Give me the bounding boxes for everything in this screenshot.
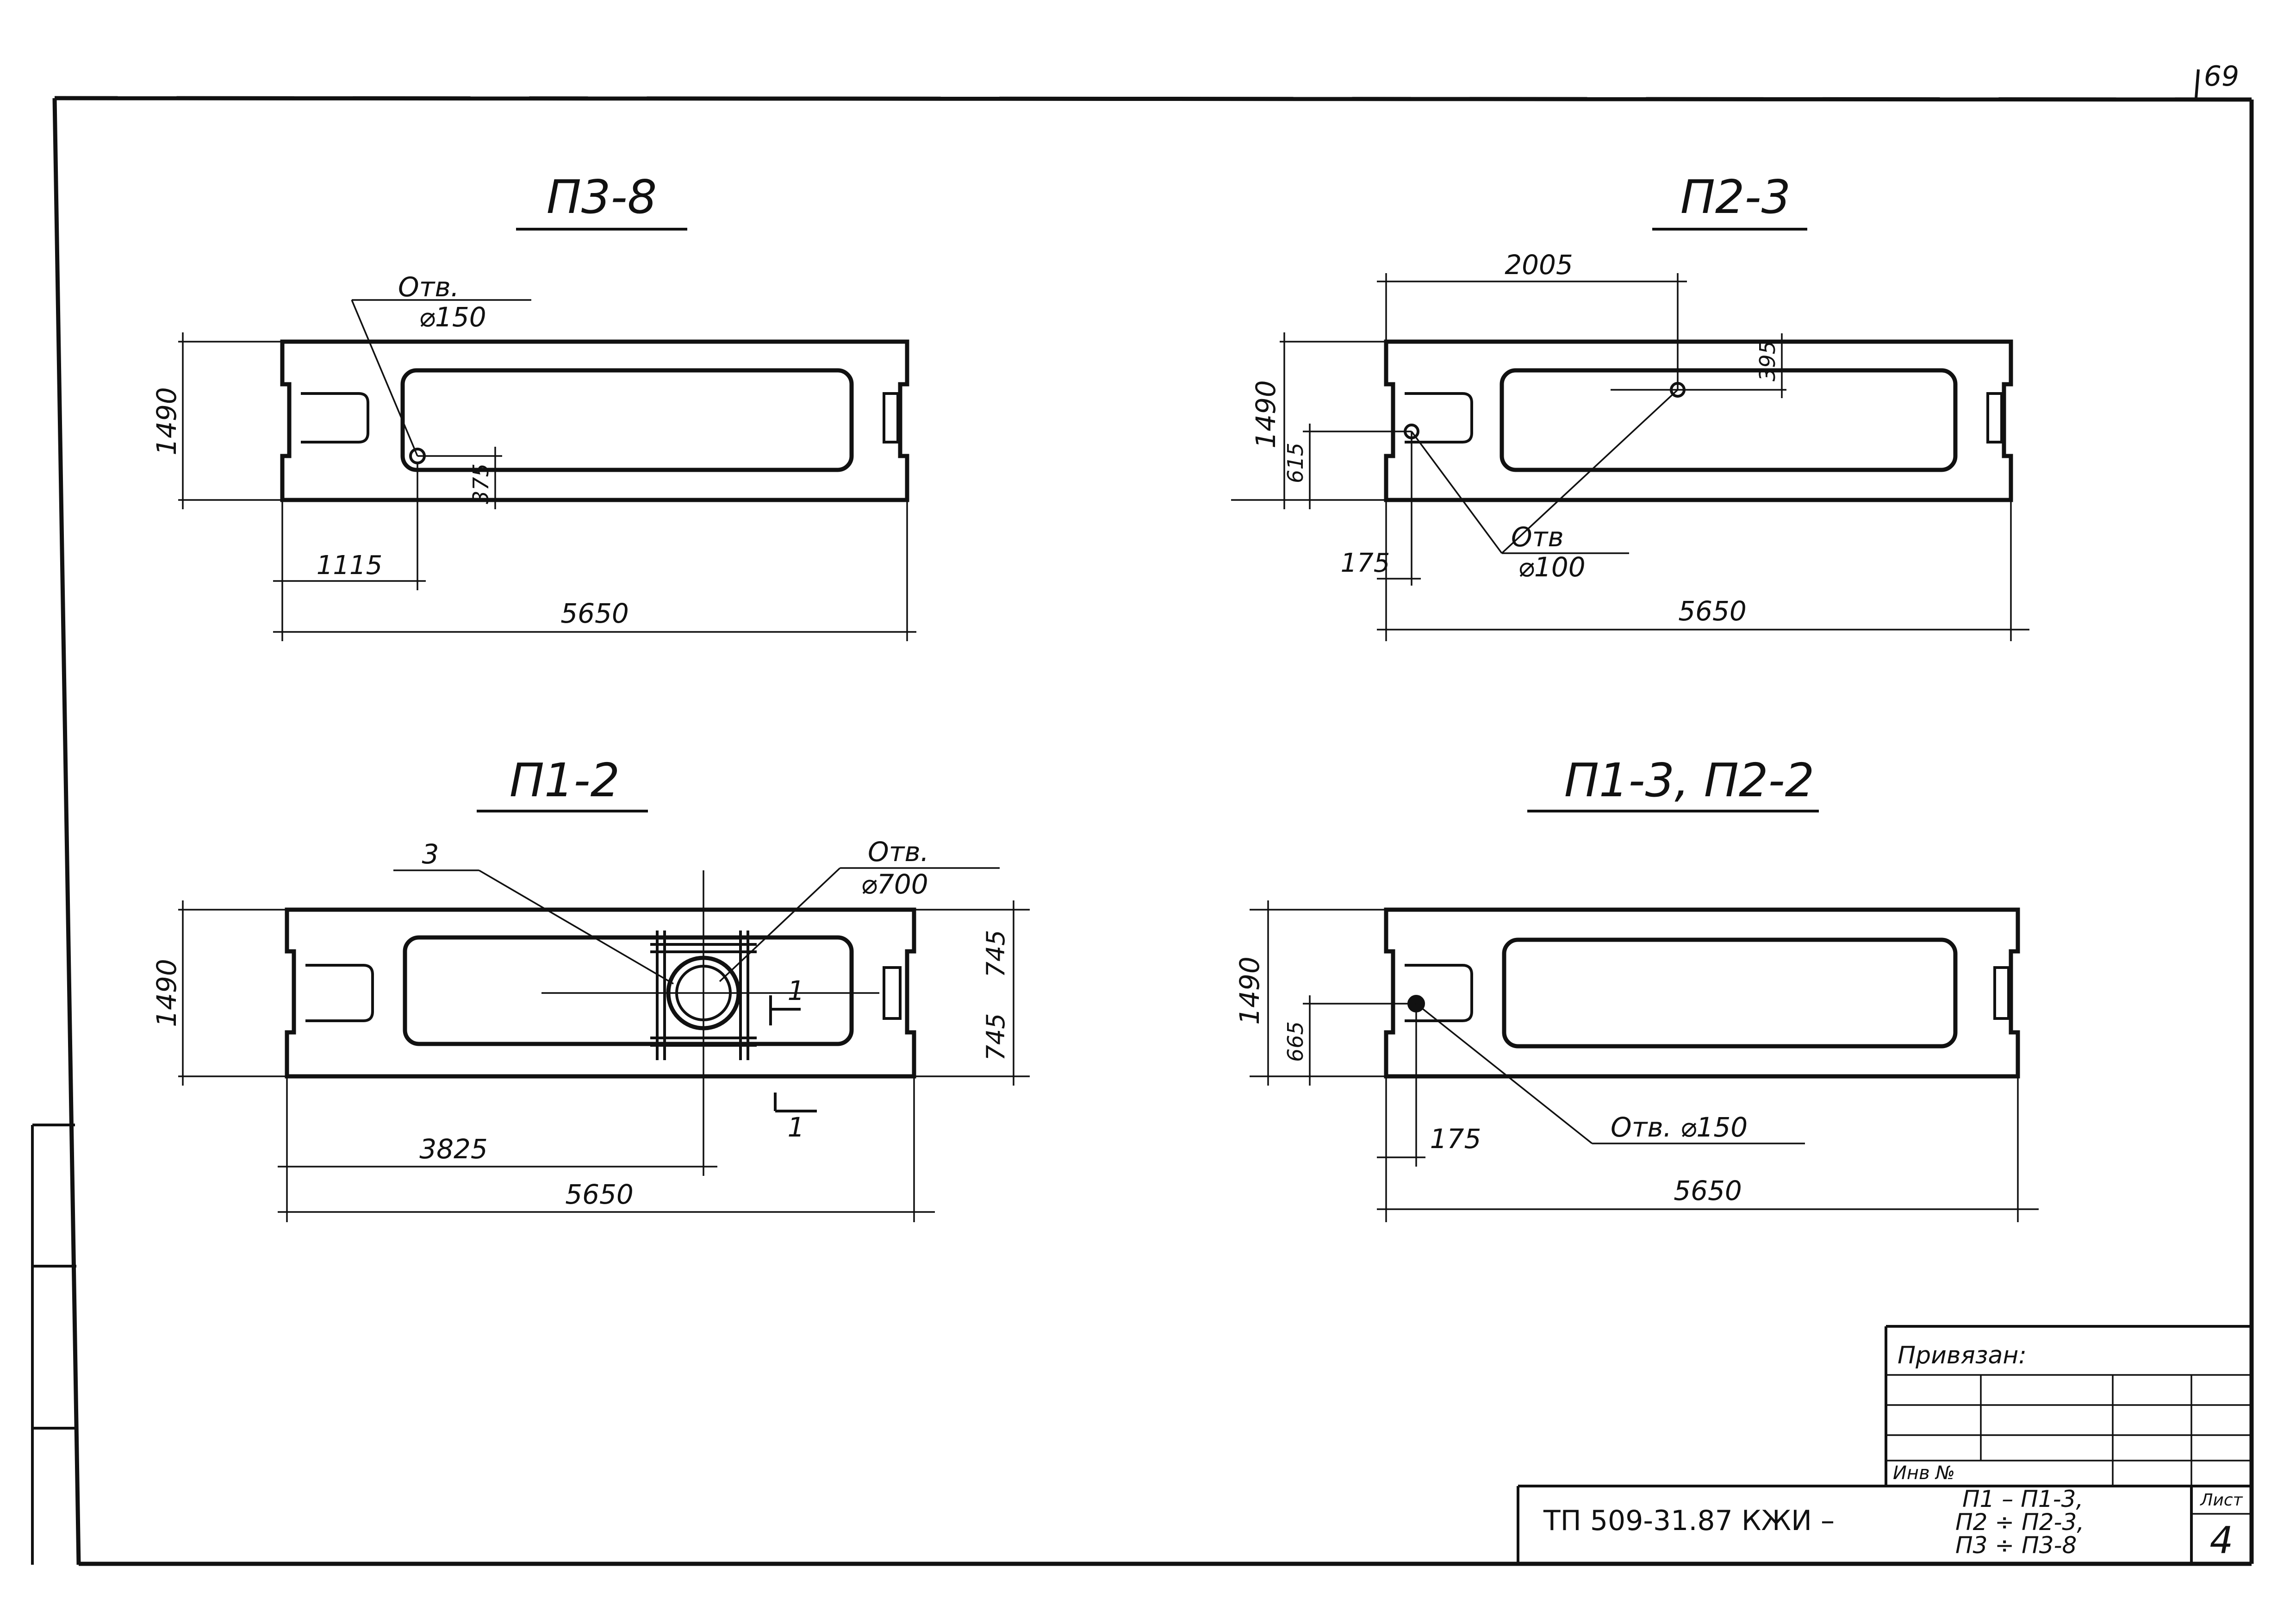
hole-label: Отв [1511,521,1564,553]
dim-hole-x: 3825 [419,1133,488,1165]
callout-number: 3 [422,838,439,870]
end-recess-right [883,966,902,1020]
doc-code: ТП 509-31.87 КЖИ – [1543,1505,1835,1537]
dim-length: 5650 [1678,595,1747,627]
inv-label: Инв № [1893,1462,1955,1484]
dim-height: 1490 [151,959,182,1027]
hole-diameter: ⌀700 [861,868,928,900]
section-mark-top: 1 [788,975,805,1006]
panel-p1-3-p2-2: П1-3, П2-2 1490 665 175 Отв. ⌀150 5650 [1234,753,2039,1222]
dim-left-offset: 175 [1341,548,1390,578]
hole-diameter: ⌀100 [1518,551,1586,583]
end-recess-left [305,964,374,1022]
dim-hole-x: 1115 [317,550,383,581]
dim-length: 5650 [565,1179,634,1210]
dim-top: 2005 [1505,249,1573,281]
sheet-label: Лист [2199,1491,2243,1510]
dim-hole-y: 375 [468,463,493,504]
sheet-number: 4 [2210,1519,2234,1562]
bound-label: Привязан: [1898,1342,2027,1369]
dim-height: 1490 [1250,380,1282,449]
dim-length: 5650 [560,598,629,629]
panel-outline [1384,339,2013,502]
panel-p1-2: П1-2 3 Отв. ⌀700 [151,753,1030,1222]
end-recess-left [1405,392,1473,443]
dim-hole-y: 665 [1283,1021,1308,1062]
section-mark-bottom: 1 [788,1112,805,1143]
panel-title: П1-3, П2-2 [1564,753,1815,807]
end-recess-left [301,392,369,443]
sheet-frame [52,69,2254,1566]
hole-label: Отв. [868,836,929,868]
panel-opening [1500,368,1958,472]
panel-p2-3: П2-3 2005 395 1490 615 175 [1231,170,2029,641]
dim-left-hole: 615 [1283,443,1308,483]
hole-label: Отв. [398,271,459,303]
binding-strip [31,1124,78,1565]
scope-line-2: П2 ÷ П2-3, [1955,1509,2084,1536]
dim-length: 5650 [1674,1175,1742,1206]
panel-outline [280,339,909,502]
hole-diameter: ⌀150 [419,301,486,333]
dim-right: 395 [1755,341,1780,381]
panel-opening [1502,937,1958,1049]
panel-p3-8: П3-8 Отв. ⌀150 1490 375 1115 5650 [151,170,916,641]
end-recess-right [883,392,899,443]
dim-right-bottom: 745 [981,1013,1010,1061]
panel-title: П2-3 [1680,170,1791,224]
panel-opening [400,368,854,472]
panel-opening [403,935,854,1046]
scope-line-1: П1 – П1-3, [1962,1486,2083,1512]
end-recess-right [1993,966,2010,1020]
panel-outline [1384,907,2020,1079]
dim-right-top: 745 [981,930,1010,977]
panel-title: П3-8 [547,170,657,224]
hole-label: Отв. ⌀150 [1611,1112,1748,1143]
end-recess-left [1405,964,1473,1022]
corner-number: 69 [2204,60,2239,93]
dim-height: 1490 [1234,956,1265,1025]
dim-height: 1490 [151,387,182,456]
title-block: Привязан: Инв № ТП 509-31.87 КЖИ – П1 – … [1517,1325,2252,1564]
end-recess-right [1986,392,2003,443]
panel-title: П1-2 [510,753,620,807]
dim-hole-x: 175 [1430,1123,1481,1155]
scope-line-3: П3 ÷ П3-8 [1955,1532,2077,1559]
